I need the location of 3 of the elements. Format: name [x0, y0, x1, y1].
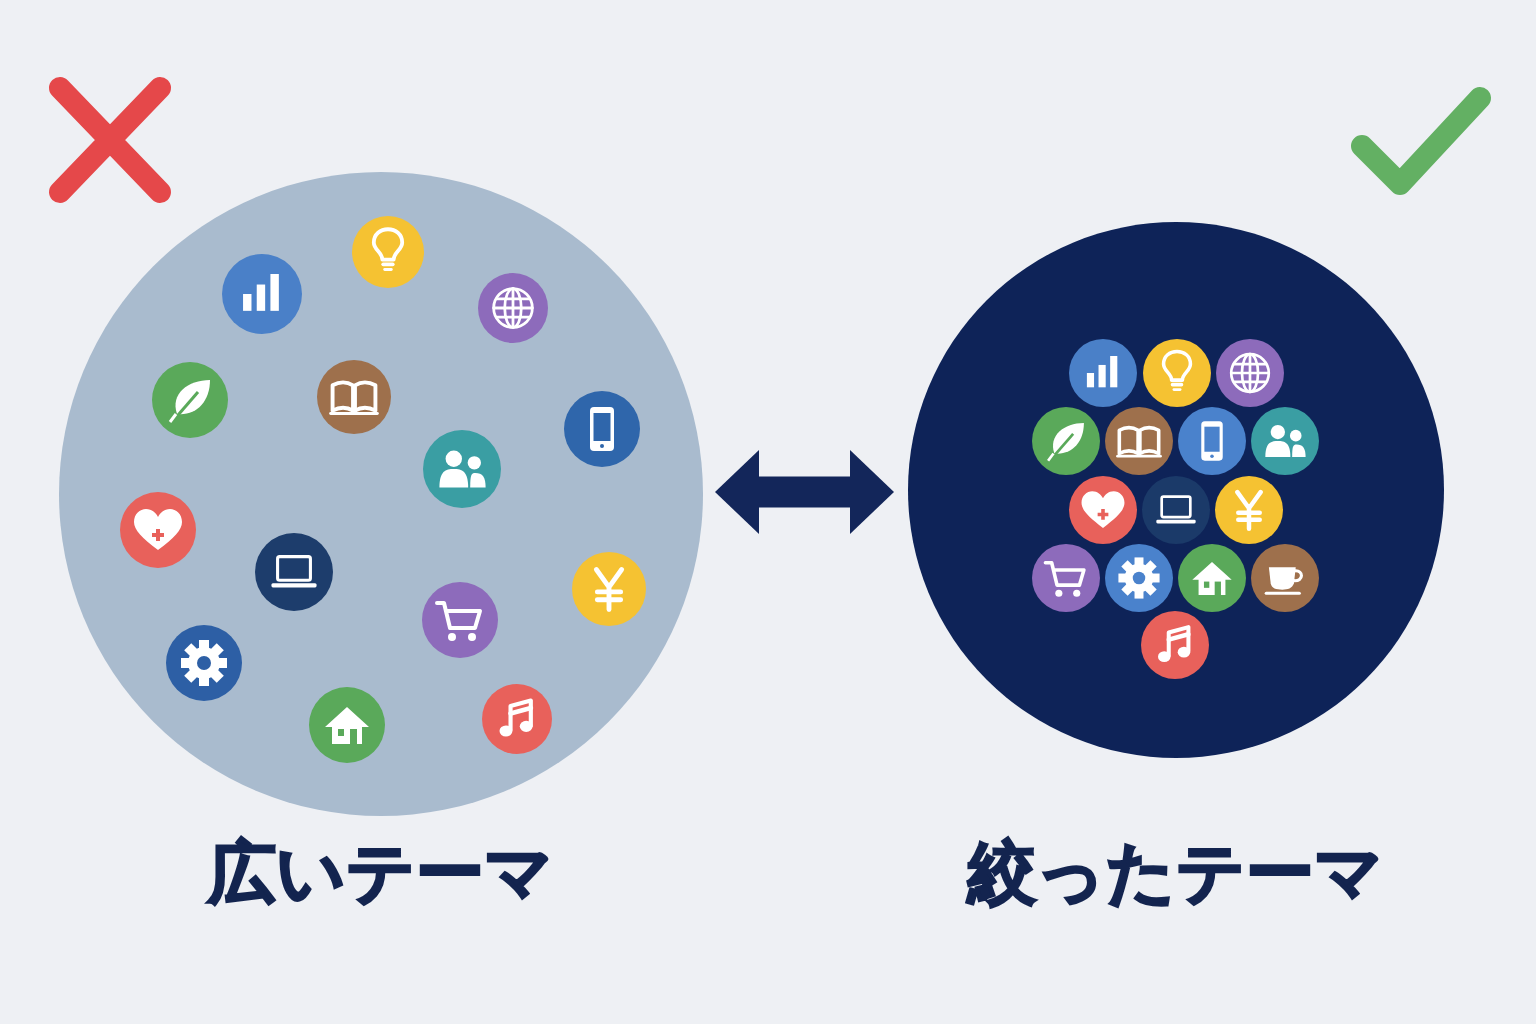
node-label: 絞ったテーマ: [968, 836, 1384, 911]
node-label: 広いテーマ: [208, 836, 554, 911]
double-arrow: [715, 450, 894, 534]
